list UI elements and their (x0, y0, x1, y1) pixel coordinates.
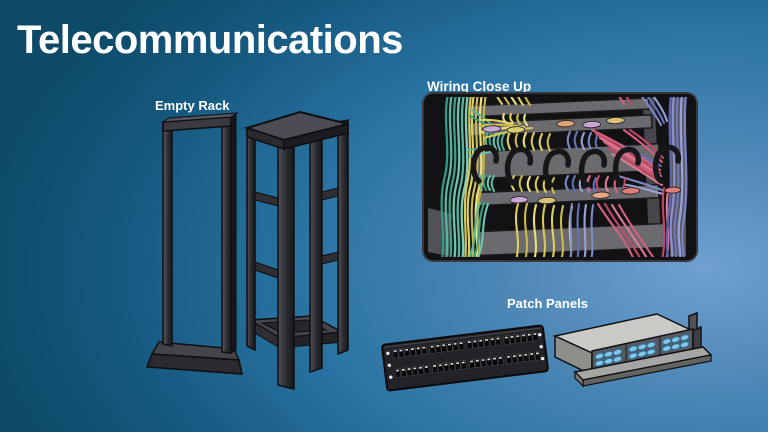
rj45-patch-panel-illustration (381, 324, 549, 392)
slide-title: Telecommunications (17, 18, 403, 62)
fiber-patch-panel-illustration (552, 311, 713, 388)
wiring-close-up-label: Wiring Close Up (427, 79, 532, 94)
two-post-rack-illustration (145, 112, 243, 375)
four-post-rack-illustration (243, 110, 349, 390)
patch-panels-label: Patch Panels (507, 296, 588, 311)
empty-rack-label: Empty Rack (155, 98, 230, 113)
wiring-close-up-illustration (422, 92, 698, 262)
